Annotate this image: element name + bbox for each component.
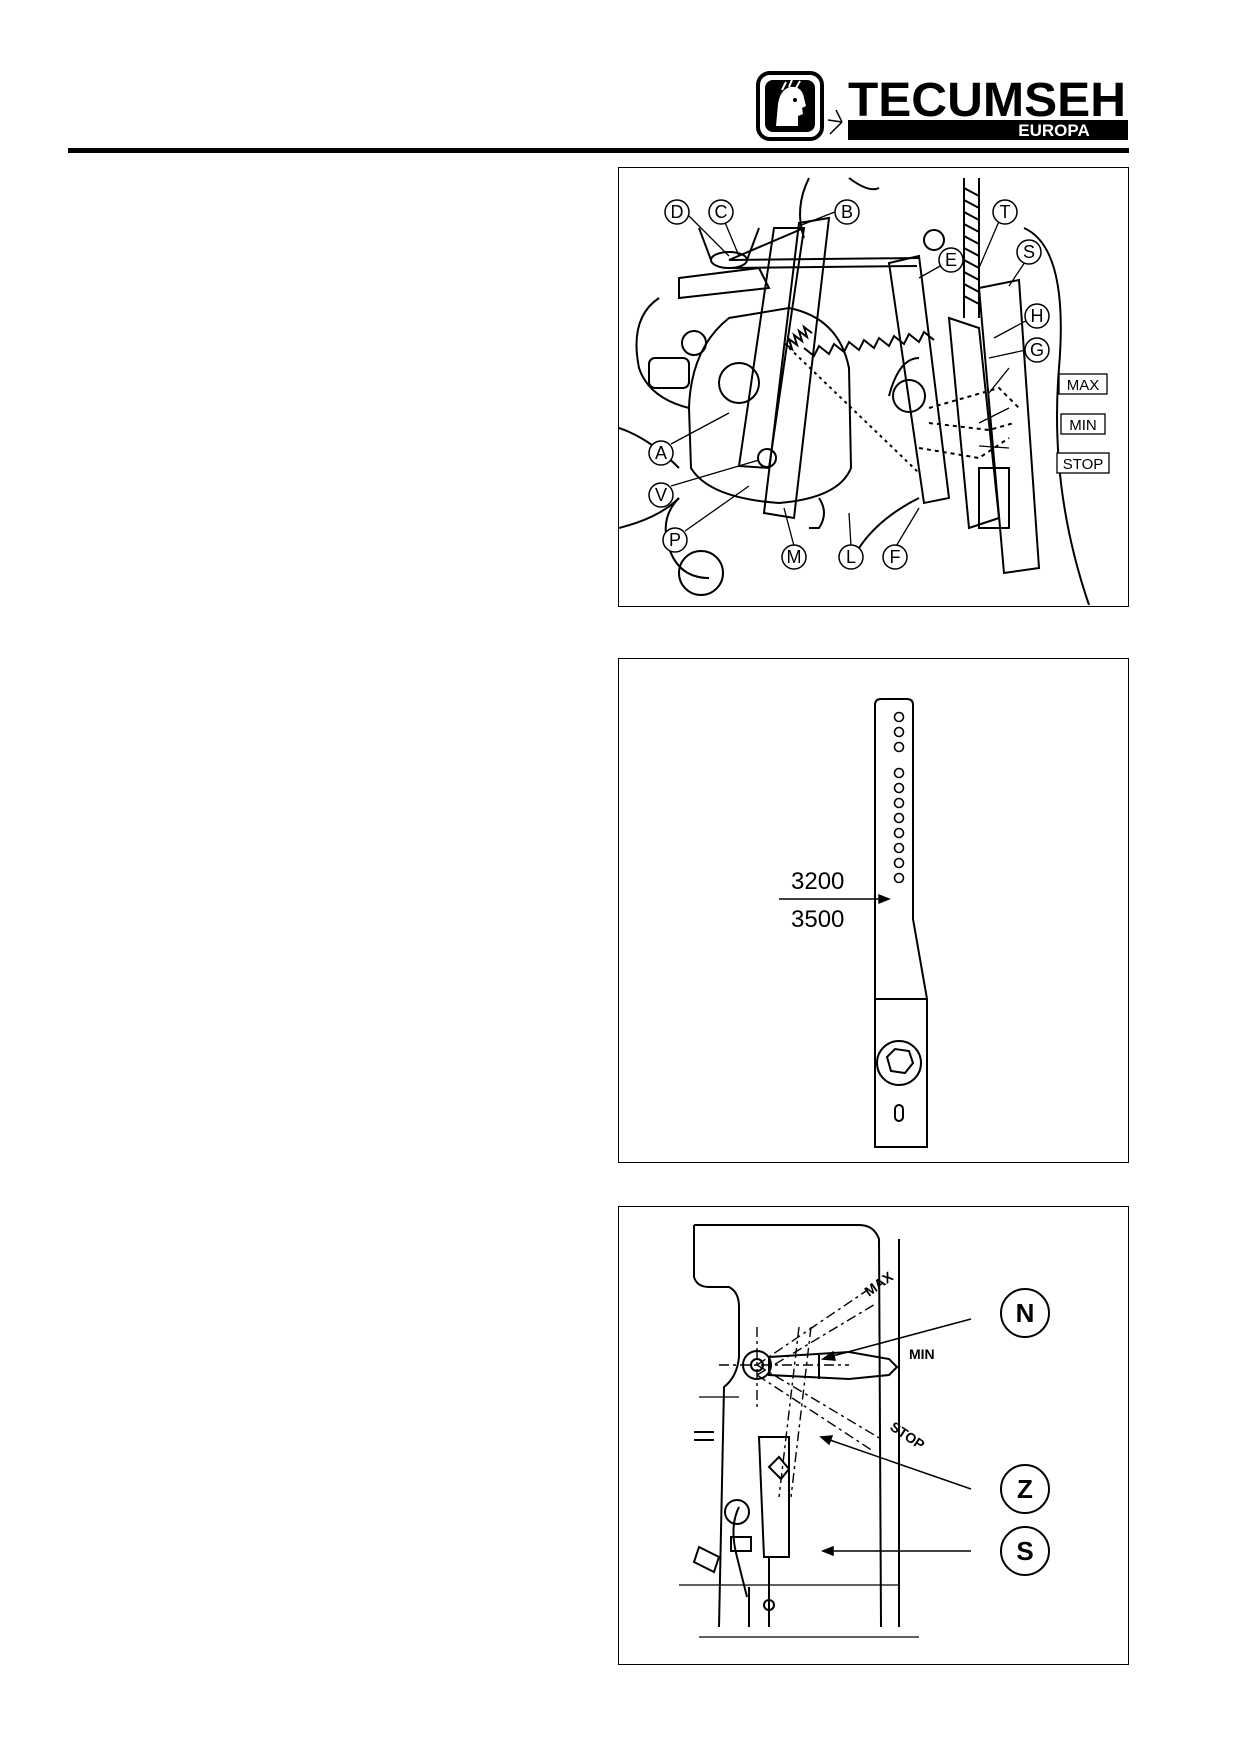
callout-s: S	[1023, 242, 1035, 262]
brand-logo: TECUMSEH EUROPA	[756, 70, 1130, 142]
figure-speed-control-bracket: MAX MIN STOP N Z S	[618, 1206, 1129, 1665]
callout-f: F	[890, 547, 901, 567]
callout-b: B	[841, 202, 853, 222]
callout-p: P	[669, 530, 681, 550]
figure-governor-linkage: D C B T E S H G A V P M L F MAX MIN STOP	[618, 167, 1129, 607]
callout-l: L	[846, 547, 856, 567]
callout-c: C	[715, 202, 728, 222]
rpm-3500-label: 3500	[791, 906, 844, 933]
position-max-label: MAX	[1067, 377, 1100, 394]
callout-g: G	[1030, 340, 1044, 360]
position-stop-label: STOP	[887, 1418, 927, 1452]
callout-d: D	[671, 202, 684, 222]
callout-z: Z	[1017, 1474, 1033, 1504]
callout-n: N	[1016, 1298, 1035, 1328]
position-stop-label: STOP	[1063, 456, 1104, 473]
position-min-label: MIN	[1069, 417, 1097, 434]
callout-e: E	[945, 250, 957, 270]
position-min-label: MIN	[909, 1346, 935, 1362]
callout-a: A	[655, 443, 667, 463]
figure-governor-lever-holes: 3200 3500	[618, 658, 1129, 1163]
rpm-3200-label: 3200	[791, 868, 844, 895]
callout-v: V	[655, 485, 667, 505]
brand-name: TECUMSEH	[848, 74, 1126, 127]
brand-subtitle: EUROPA	[1018, 121, 1089, 140]
callout-h: H	[1031, 306, 1044, 326]
header-rule	[68, 148, 1129, 153]
callout-t: T	[1000, 202, 1011, 222]
indian-head-emblem-icon	[756, 71, 824, 141]
callout-m: M	[787, 547, 802, 567]
callout-s: S	[1016, 1536, 1033, 1566]
callout-d-circle	[664, 199, 690, 225]
